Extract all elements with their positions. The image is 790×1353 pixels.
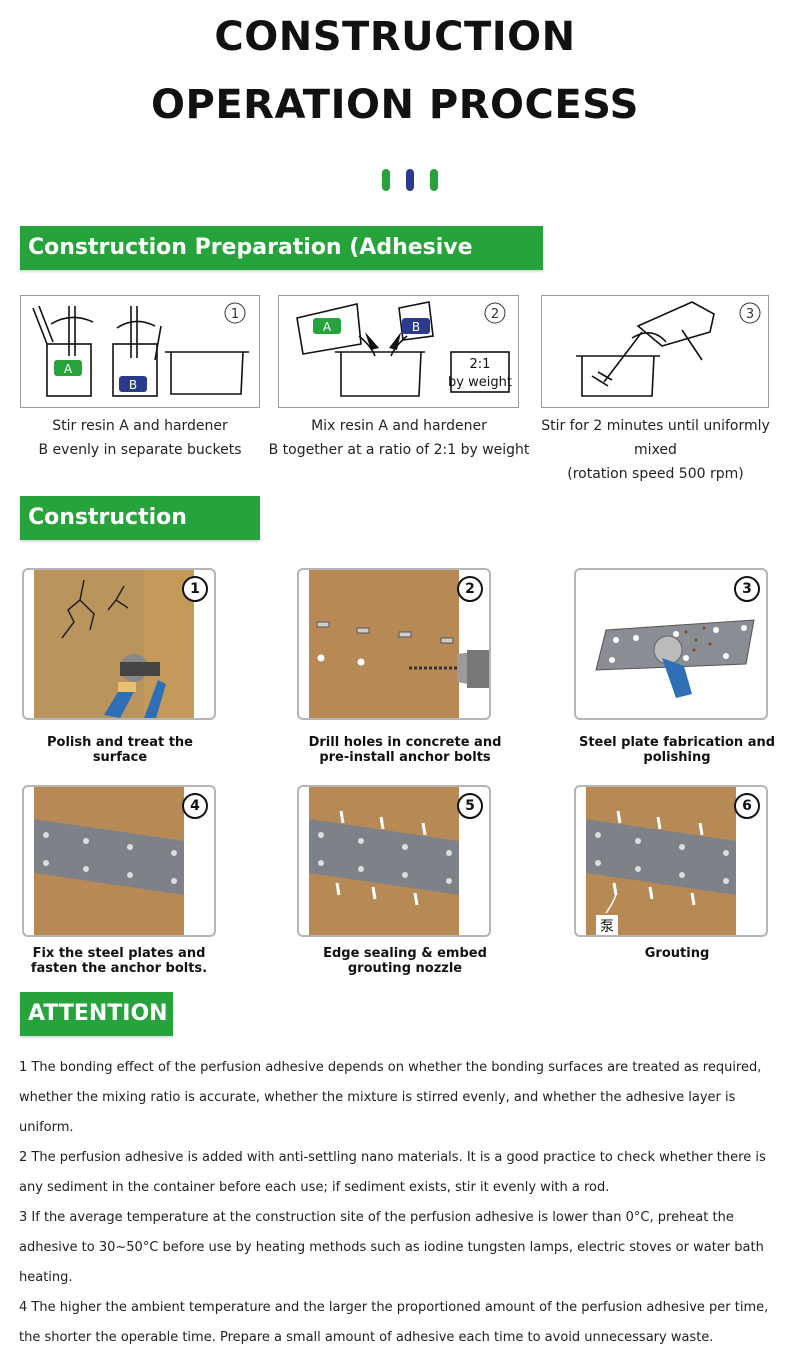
svg-text:A: A — [64, 362, 73, 376]
step-6-image: 泵 6 — [574, 785, 768, 937]
step-2-number: 2 — [457, 576, 483, 602]
page-title-line2: OPERATION PROCESS — [151, 82, 639, 128]
prep-heading: Construction Preparation (Adhesive Mixin… — [20, 226, 543, 304]
attention-heading: ATTENTION — [20, 992, 173, 1036]
step-2-caption: Drill holes in concrete and pre-install … — [308, 735, 502, 765]
step-5-number: 5 — [457, 793, 483, 819]
step-6-number: 6 — [734, 793, 760, 819]
prep-panel-3: 3 — [541, 295, 769, 408]
drill-stir-illustration: 3 — [576, 301, 761, 397]
attention-item: 1 The bonding effect of the perfusion ad… — [19, 1060, 762, 1135]
attention-item: 4 The higher the ambient temperature and… — [19, 1300, 769, 1345]
mix-ratio-illustration: A B 2:1 by weight 2 — [296, 301, 512, 397]
step-3-caption: Steel plate fabrication and polishing — [578, 735, 776, 765]
svg-text:1: 1 — [231, 307, 239, 322]
step-2-image: 2 — [297, 568, 491, 720]
attention-item: 2 The perfusion adhesive is added with a… — [19, 1150, 766, 1195]
step-4-image: 4 — [22, 785, 216, 937]
step-4-number: 4 — [182, 793, 208, 819]
svg-text:2:1: 2:1 — [470, 357, 491, 372]
step-1-image: 1 — [22, 568, 216, 720]
svg-text:泵: 泵 — [600, 919, 614, 935]
decorative-dots — [380, 169, 440, 191]
prep-caption-3: Stir for 2 minutes until uniformly mixed… — [541, 418, 770, 482]
svg-text:3: 3 — [746, 307, 754, 322]
step-1-number: 1 — [182, 576, 208, 602]
prep-panel-2: A B 2:1 by weight 2 — [278, 295, 519, 408]
step-3-image: 3 — [574, 568, 768, 720]
svg-text:A: A — [323, 320, 332, 334]
prep-panel-1: A B 1 — [20, 295, 260, 408]
svg-text:by weight: by weight — [448, 375, 512, 390]
attention-item: 3 If the average temperature at the cons… — [19, 1210, 764, 1285]
attention-list: 1 The bonding effect of the perfusion ad… — [19, 1053, 769, 1353]
step-6-caption: Grouting — [644, 946, 710, 961]
step-4-caption: Fix the steel plates and fasten the anch… — [30, 946, 208, 976]
page-title-line1: CONSTRUCTION — [214, 14, 576, 60]
svg-text:2: 2 — [491, 307, 499, 322]
svg-text:B: B — [412, 320, 420, 334]
step-1-caption: Polish and treat the surface — [47, 735, 193, 765]
svg-text:B: B — [129, 378, 137, 392]
step-5-image: 5 — [297, 785, 491, 937]
step-3-number: 3 — [734, 576, 760, 602]
steps-heading: Construction Steps — [20, 496, 260, 574]
stir-buckets-illustration: A B 1 — [32, 302, 249, 397]
step-5-caption: Edge sealing & embed grouting nozzle — [323, 946, 487, 976]
